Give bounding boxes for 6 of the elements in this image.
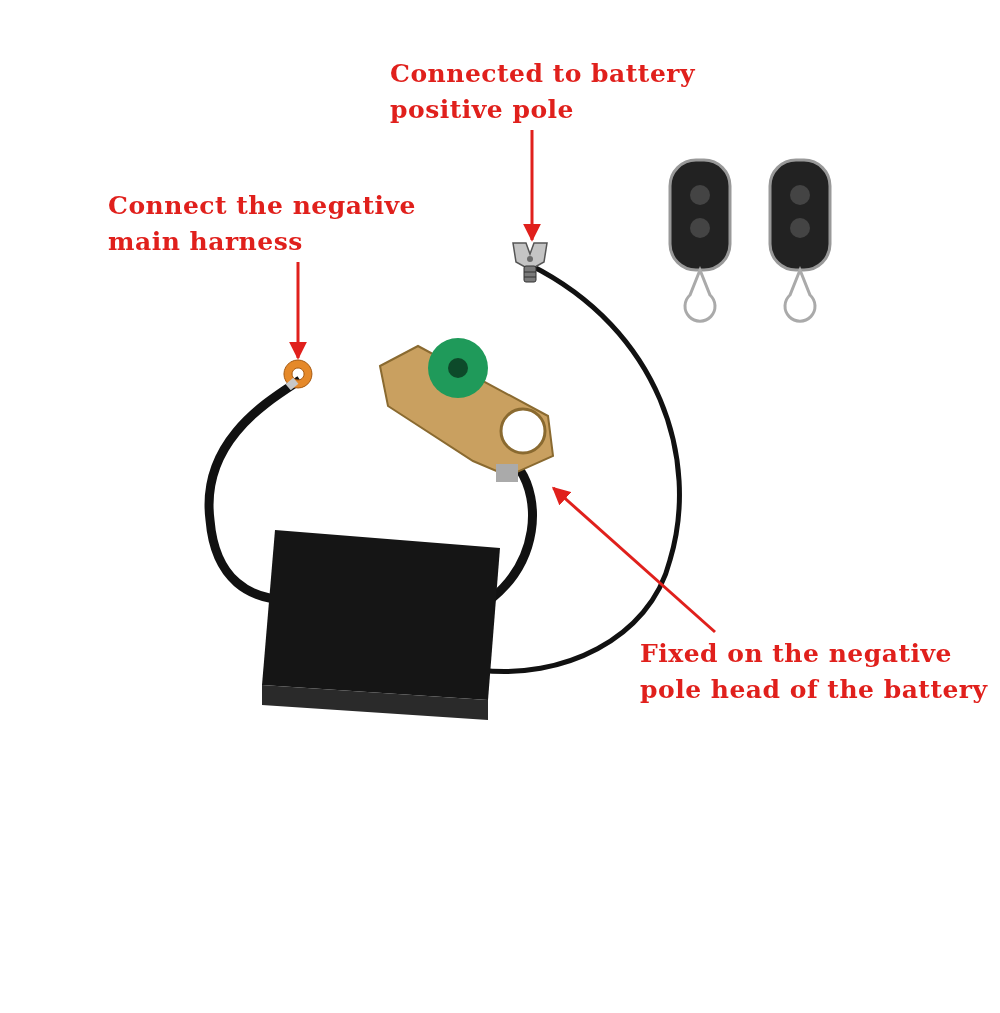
leader-arrow	[523, 130, 541, 242]
leader-arrow	[289, 262, 307, 360]
callout-text: Fixed on the negative pole head of the battery	[640, 636, 1000, 708]
callout-text: Connect the negative main harness	[108, 188, 428, 260]
leader-arrow	[552, 486, 716, 634]
callout-text: Connected to battery positive pole	[390, 56, 710, 128]
